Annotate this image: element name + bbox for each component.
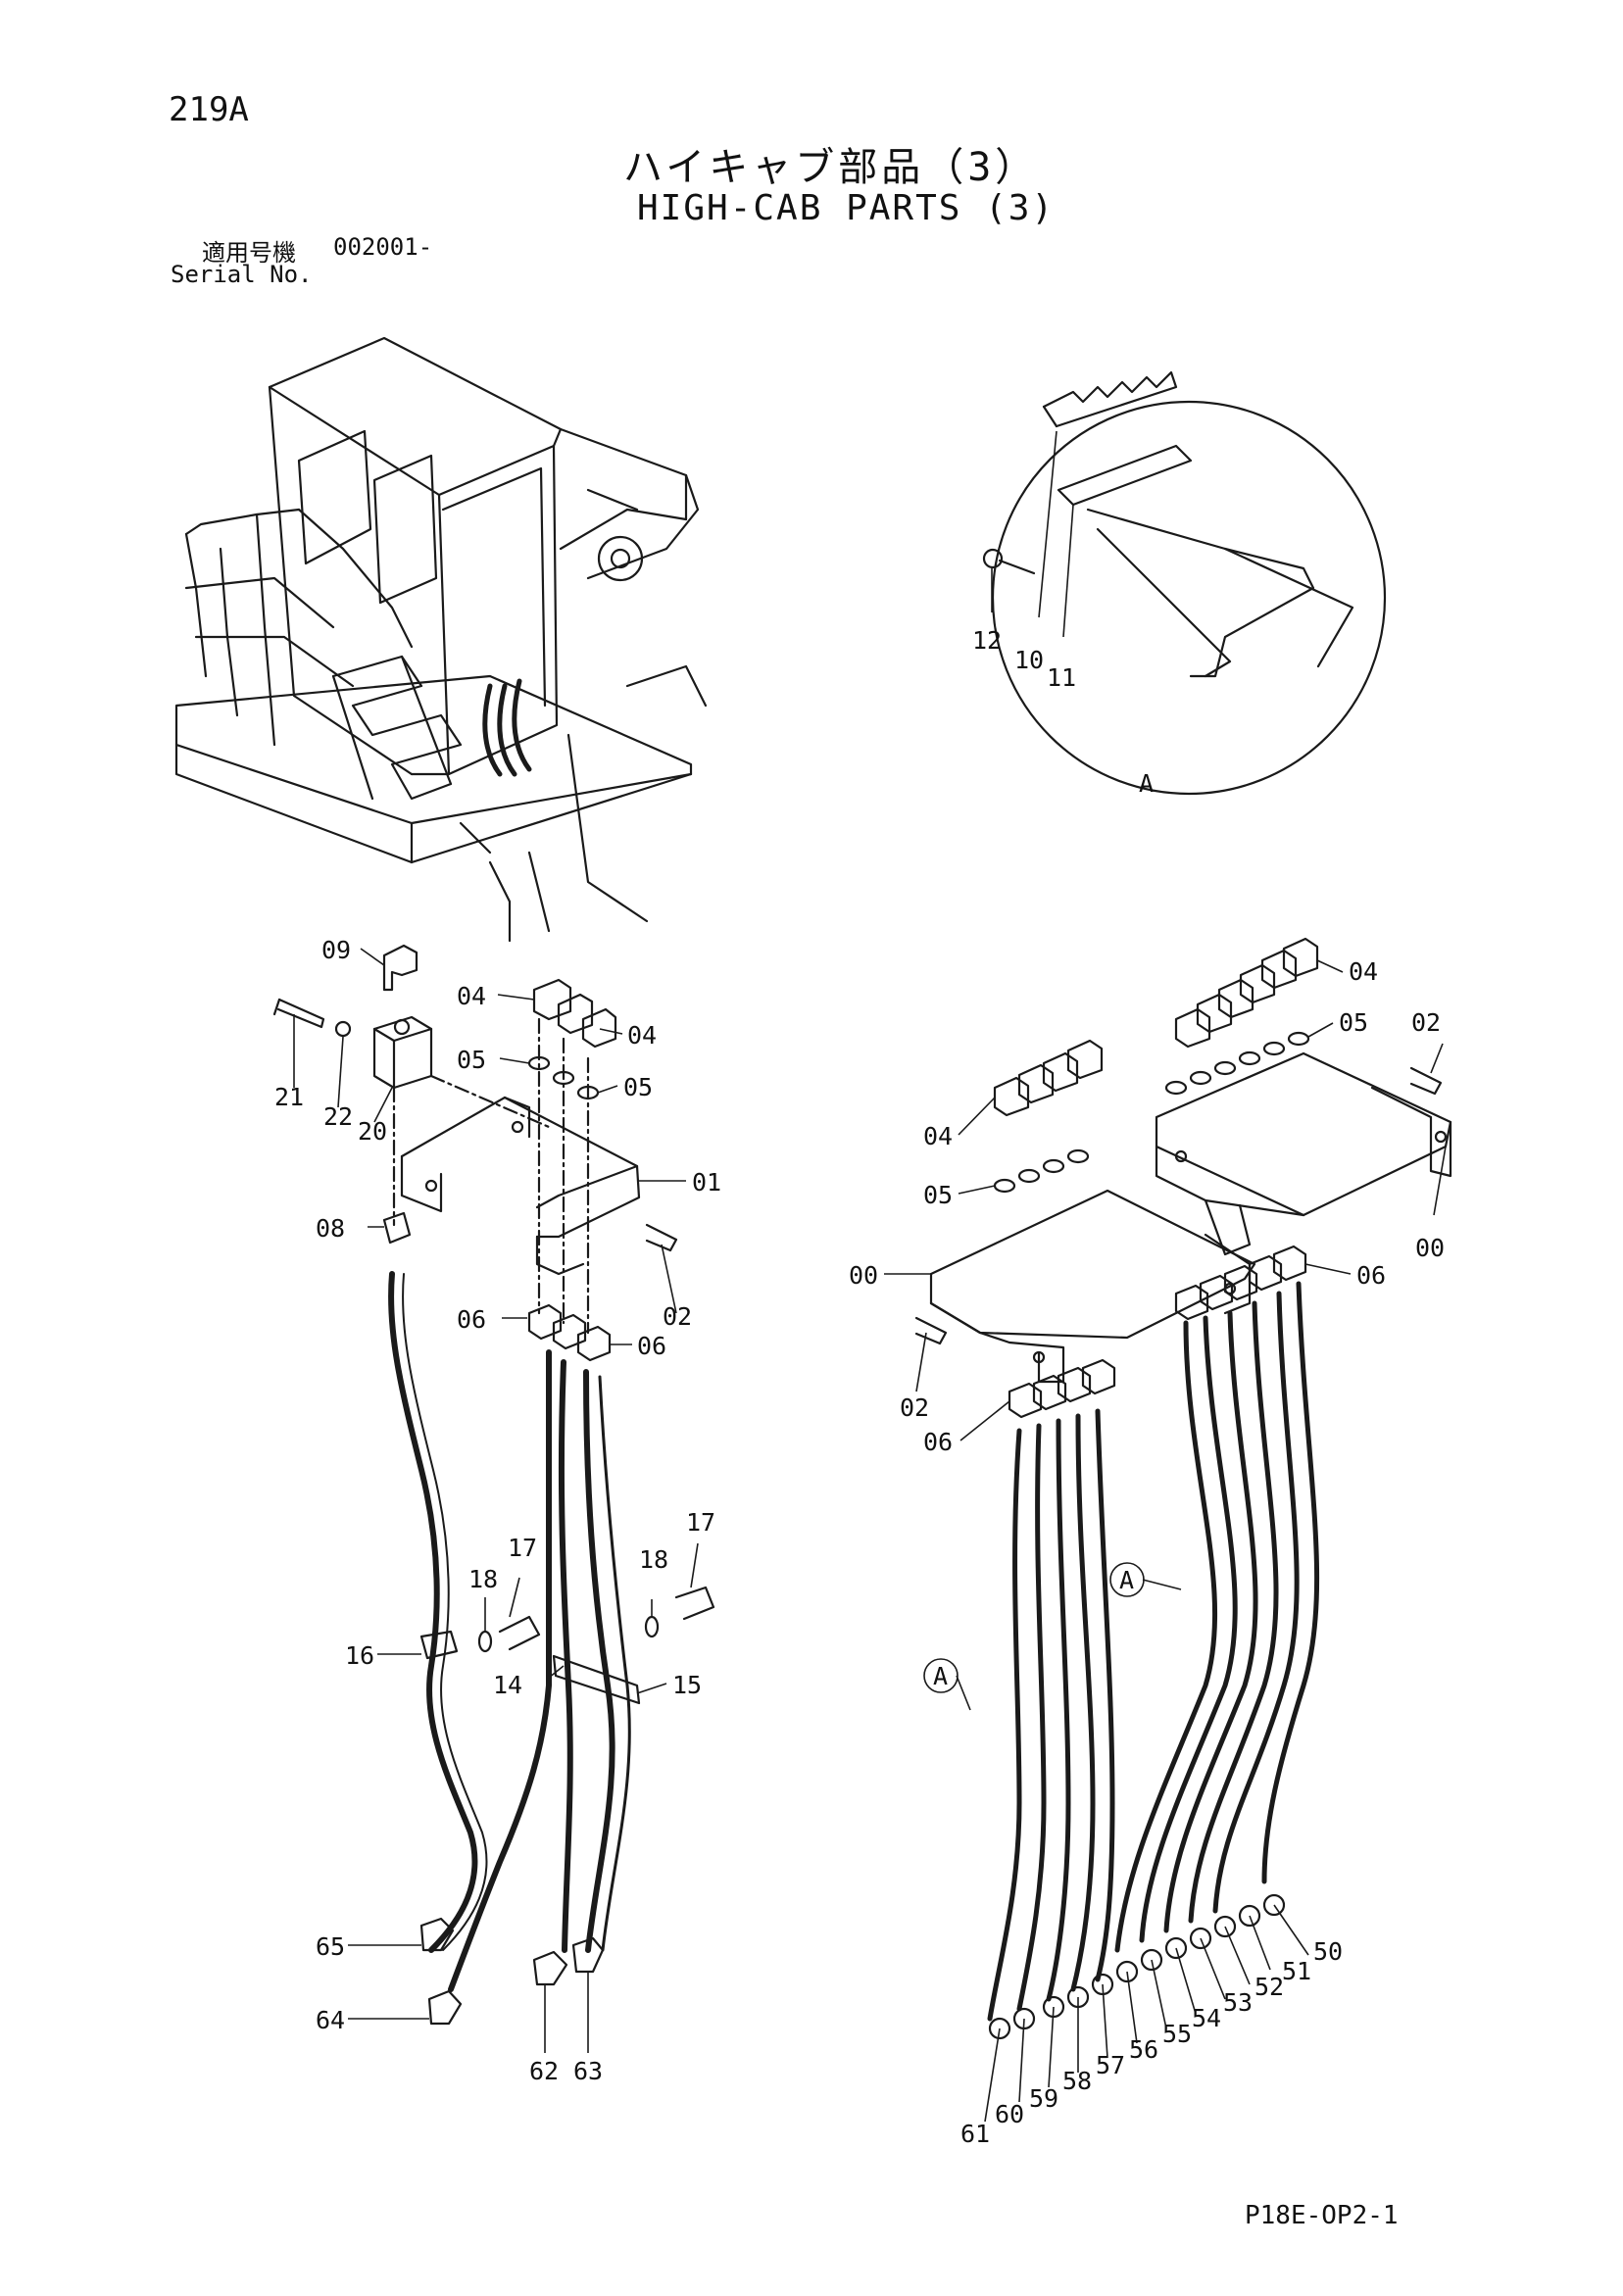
serial-number-value: 002001- <box>333 233 433 261</box>
callout-56: 56 <box>1129 2035 1158 2064</box>
callout-05-b: 05 <box>623 1073 653 1101</box>
callout-04-upper: 04 <box>1349 957 1378 986</box>
callout-a-upper: A <box>1119 1566 1134 1594</box>
callout-06-b: 06 <box>637 1332 666 1360</box>
callout-01: 01 <box>692 1168 721 1197</box>
callout-05-a: 05 <box>457 1046 486 1074</box>
callout-leaders <box>293 430 1447 2123</box>
callout-60: 60 <box>995 2100 1024 2128</box>
callout-53: 53 <box>1223 1988 1253 2017</box>
serial-label-japanese: 適用号機 <box>202 239 296 267</box>
callout-08: 08 <box>316 1214 345 1243</box>
callout-52: 52 <box>1254 1973 1284 2001</box>
detail-a-circle <box>982 370 1387 796</box>
callout-06-lower: 06 <box>923 1428 953 1456</box>
callout-64: 64 <box>316 2006 345 2034</box>
callout-50: 50 <box>1313 1937 1343 1966</box>
callout-04-a: 04 <box>457 982 486 1010</box>
callout-17-b: 17 <box>686 1508 715 1537</box>
callout-04-b: 04 <box>627 1021 657 1050</box>
title-japanese: ハイキャブ部品（3） <box>623 145 1039 190</box>
callout-51: 51 <box>1282 1957 1311 1985</box>
callout-10: 10 <box>1014 646 1044 674</box>
callout-14: 14 <box>493 1671 522 1699</box>
callout-63: 63 <box>573 2057 603 2085</box>
callout-06-a: 06 <box>457 1305 486 1334</box>
serial-label-english: Serial No. <box>171 261 313 288</box>
callout-a-lower: A <box>933 1662 948 1690</box>
page-number: 219A <box>169 90 249 129</box>
callout-20: 20 <box>358 1117 387 1146</box>
right-hydraulic-assembly <box>914 937 1452 2040</box>
callout-58: 58 <box>1062 2067 1092 2095</box>
callout-12: 12 <box>972 626 1002 655</box>
callout-62: 62 <box>529 2057 559 2085</box>
callout-17-a: 17 <box>508 1534 537 1562</box>
callout-05-lower: 05 <box>923 1181 953 1209</box>
footer-code: P18E-OP2-1 <box>1245 2201 1399 2230</box>
title-english: HIGH-CAB PARTS (3) <box>637 188 1056 228</box>
left-hydraulic-assembly <box>272 944 715 2026</box>
callout-22: 22 <box>323 1102 353 1131</box>
callout-06-upper: 06 <box>1356 1261 1386 1290</box>
callout-09: 09 <box>321 936 351 964</box>
callout-02-upper: 02 <box>1411 1008 1441 1037</box>
callout-labels: 12 10 11 A 09 04 04 21 22 20 05 05 01 08… <box>274 626 1445 2148</box>
callout-16: 16 <box>345 1641 374 1670</box>
callout-21: 21 <box>274 1083 304 1111</box>
callout-61: 61 <box>960 2120 990 2148</box>
callout-57: 57 <box>1096 2051 1125 2079</box>
callout-54: 54 <box>1192 2004 1221 2032</box>
callout-11: 11 <box>1047 663 1076 692</box>
callout-18-a: 18 <box>468 1565 498 1593</box>
callout-00-left: 00 <box>849 1261 878 1290</box>
callout-15: 15 <box>672 1671 702 1699</box>
callout-02-left: 02 <box>663 1302 692 1331</box>
callout-02-lower: 02 <box>900 1393 929 1422</box>
callout-59: 59 <box>1029 2084 1058 2113</box>
high-cab-machine-illustration <box>174 336 708 943</box>
callout-detail-a: A <box>1139 769 1154 798</box>
callout-00-right: 00 <box>1415 1234 1445 1262</box>
callout-04-lower: 04 <box>923 1122 953 1150</box>
callout-65: 65 <box>316 1932 345 1961</box>
callout-05-upper: 05 <box>1339 1008 1368 1037</box>
callout-55: 55 <box>1162 2020 1192 2048</box>
callout-18-b: 18 <box>639 1545 668 1574</box>
